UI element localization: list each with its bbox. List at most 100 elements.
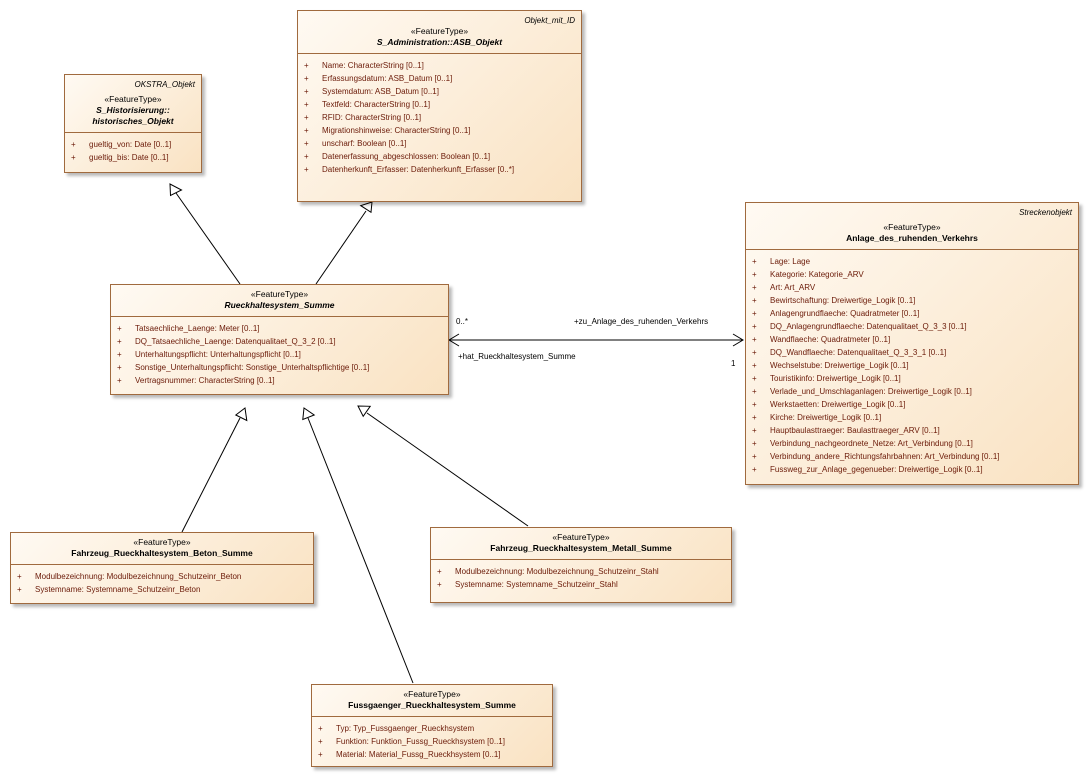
attribute-text: Erfassungsdatum: ASB_Datum [0..1] [322,74,453,83]
generalization-line-fussgaenger [307,417,414,684]
class-name: S_Administration::ASB_Objekt [376,37,503,47]
visibility-marker: + [117,363,122,372]
generalization-arrowhead-metall [357,405,372,418]
attribute-text: Fussweg_zur_Anlage_gegenueber: Dreiwerti… [770,465,983,474]
attribute-row: +Datenherkunft_Erfasser: Datenherkunft_E… [302,163,577,176]
class-header: «FeatureType» Fahrzeug_Rueckhaltesystem_… [11,533,313,565]
attribute-row: +gueltig_bis: Date [0..1] [69,151,197,164]
visibility-marker: + [752,283,757,292]
attribute-list: + Name: CharacterString [0..1] + Erfassungs… [298,54,581,180]
attribute-text: Lage: Lage [770,257,811,266]
class-name-line2: historisches_Objekt [92,116,174,126]
visibility-marker: + [752,452,757,461]
visibility-marker: + [304,152,309,161]
attribute-text: DQ_Wandflaeche: Datenqualitaet_Q_3_3_1 [… [770,348,947,357]
attribute-row: +DQ_Anlagengrundflaeche: Datenqualitaet_… [750,320,1074,333]
attribute-row: + Verlade_und_Umschlaganlagen: Dreiwertig… [750,385,1074,398]
attribute-row: + Kirche: Dreiwertige_Logik [0..1] [750,411,1074,424]
parent-class-label: Streckenobjekt [1019,208,1072,217]
attribute-text: Datenerfassung_abgeschlossen: Boolean [0… [322,152,491,161]
class-anlage-ruhender-verkehr[interactable]: Streckenobjekt «FeatureType» Anlage_des_… [745,202,1079,485]
attribute-text: Modulbezeichnung: Modulbezeichnung_Schut… [455,567,659,576]
visibility-marker: + [752,413,757,422]
visibility-marker: + [752,361,757,370]
visibility-marker: + [752,387,757,396]
attribute-row: + Datenerfassung_abgeschlossen: Boolean [… [302,150,577,163]
attribute-text: gueltig_bis: Date [0..1] [89,153,169,162]
class-asb-objekt[interactable]: Objekt_mit_ID «FeatureType» S_Administra… [297,10,582,202]
attribute-text: Textfeld: CharacterString [0..1] [322,100,431,109]
attribute-list: +Tatsaechliche_Laenge: Meter [0..1]+DQ_T… [111,317,448,391]
attribute-text: Werkstaetten: Dreiwertige_Logik [0..1] [770,400,906,409]
attribute-text: Datenherkunft_Erfasser: Datenherkunft_Er… [322,165,515,174]
stereotype-label: «FeatureType» [104,94,162,104]
stereotype-label: «FeatureType» [250,289,309,299]
attribute-row: +Wechselstube: Dreiwertige_Logik [0..1] [750,359,1074,372]
association-role-source-label: +hat_Rueckhaltesystem_Summe [458,352,576,361]
generalization-arrowhead-fussgaenger [302,407,316,421]
visibility-marker: + [437,567,442,576]
attribute-row: + Modulbezeichnung: Modulbezeichnung_Schu… [435,565,727,578]
visibility-marker: + [437,580,442,589]
attribute-text: Wandflaeche: Quadratmeter [0..1] [770,335,891,344]
attribute-text: Systemname: Systemname_Schutzeinr_Stahl [455,580,618,589]
attribute-row: +Verbindung_nachgeordnete_Netze: Art_Ver… [750,437,1074,450]
class-metall-summe[interactable]: «FeatureType» Fahrzeug_Rueckhaltesystem_… [430,527,732,603]
attribute-row: +Wandflaeche: Quadratmeter [0..1] [750,333,1074,346]
attribute-row: +Migrationshinweise: CharacterString [0.… [302,124,577,137]
attribute-row: +DQ_Tatsaechliche_Laenge: Datenqualitaet… [115,335,444,348]
visibility-marker: + [117,337,122,346]
visibility-marker: + [752,374,757,383]
attribute-text: Sonstige_Unterhaltungspflicht: Sonstige_… [135,363,370,372]
attribute-text: Art: Art_ARV [770,283,816,292]
class-rueckhaltesystem-summe[interactable]: «FeatureType» Rueckhaltesystem_Summe +Ta… [110,284,449,395]
attribute-row: + unscharf: Boolean [0..1] [302,137,577,150]
class-fussgaenger-summe[interactable]: «FeatureType» Fussgaenger_Rueckhaltesyst… [311,684,553,767]
parent-class-label: Objekt_mit_ID [524,16,575,25]
attribute-text: Unterhaltungspflicht: Unterhaltungspflic… [135,350,301,359]
visibility-marker: + [304,139,309,148]
visibility-marker: + [304,100,309,109]
attribute-row: +Modulbezeichnung: Modulbezeichnung_Schu… [15,570,309,583]
attribute-row: + Sonstige_Unterhaltungspflicht: Sonstige… [115,361,444,374]
class-header: «FeatureType» Fussgaenger_Rueckhaltesyst… [312,685,552,717]
attribute-text: Kategorie: Kategorie_ARV [770,270,864,279]
class-beton-summe[interactable]: «FeatureType» Fahrzeug_Rueckhaltesystem_… [10,532,314,604]
stereotype-label: «FeatureType» [403,689,461,699]
attribute-text: Verlade_und_Umschlaganlagen: Dreiwertige… [770,387,972,396]
class-historisches-objekt[interactable]: OKSTRA_Objekt «FeatureType» S_Historisie… [64,74,202,173]
attribute-row: +RFID: CharacterString [0..1] [302,111,577,124]
attribute-row: +Hauptbaulasttraeger: Baulasttraeger_ARV… [750,424,1074,437]
class-header: Streckenobjekt «FeatureType» Anlage_des_… [746,203,1078,250]
association-multiplicity-source: 0..* [456,317,469,326]
attribute-list: +Modulbezeichnung: Modulbezeichnung_Schu… [11,565,313,600]
attribute-row: + Werkstaetten: Dreiwertige_Logik [0..1] [750,398,1074,411]
attribute-text: Verbindung_nachgeordnete_Netze: Art_Verb… [770,439,973,448]
visibility-marker: + [318,750,323,759]
attribute-row: + Textfeld: CharacterString [0..1] [302,98,577,111]
attribute-text: Name: CharacterString [0..1] [322,61,424,70]
class-name-line1: S_Historisierung:: [96,105,170,115]
attribute-text: Systemdatum: ASB_Datum [0..1] [322,87,439,96]
visibility-marker: + [71,140,76,149]
stereotype-label: «FeatureType» [410,26,469,36]
class-name: Fahrzeug_Rueckhaltesystem_Metall_Summe [490,543,672,553]
visibility-marker: + [117,376,122,385]
visibility-marker: + [304,113,309,122]
attribute-text: Funktion: Funktion_Fussg_Rueckhsystem [0… [336,737,505,746]
attribute-row: +gueltig_von: Date [0..1] [69,138,197,151]
attribute-text: unscharf: Boolean [0..1] [322,139,407,148]
attribute-row: +Verbindung_andere_Richtungsfahrbahnen: … [750,450,1074,463]
class-name: Rueckhaltesystem_Summe [224,300,335,310]
attribute-text: Vertragsnummer: CharacterString [0..1] [135,376,275,385]
attribute-list: +gueltig_von: Date [0..1]+gueltig_bis: D… [65,133,201,168]
attribute-row: + Systemname: Systemname_Schutzeinr_Stahl [435,578,727,591]
attribute-row: +Systemname: Systemname_Schutzeinr_Beton [15,583,309,596]
visibility-marker: + [752,400,757,409]
association-role-target-label: +zu_Anlage_des_ruhenden_Verkehrs [574,317,709,326]
attribute-text: Kirche: Dreiwertige_Logik [0..1] [770,413,882,422]
attribute-text: Typ: Typ_Fussgaenger_Rueckhsystem [336,724,475,733]
attribute-text: Hauptbaulasttraeger: Baulasttraeger_ARV … [770,426,940,435]
attribute-text: Bewirtschaftung: Dreiwertige_Logik [0..1… [770,296,916,305]
